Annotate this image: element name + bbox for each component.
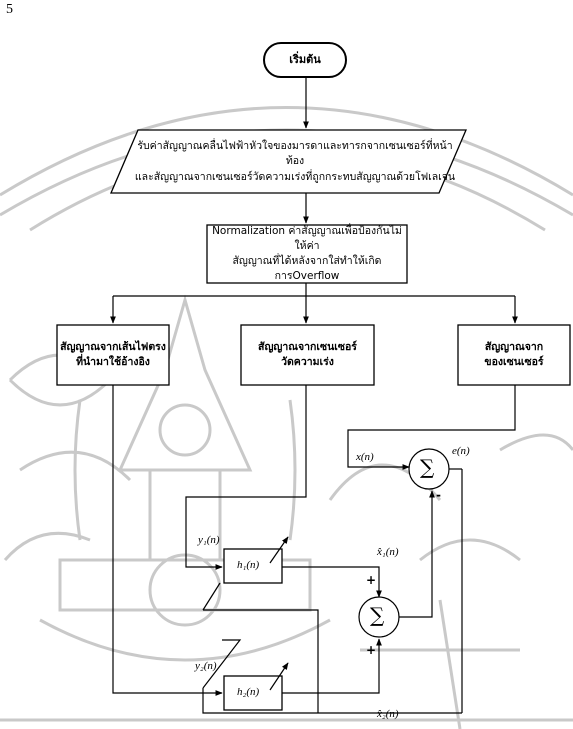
input-parallelogram-shape <box>110 129 467 194</box>
filter-h2-shape <box>223 675 283 711</box>
plus-sign-lower: + <box>366 643 377 657</box>
sum-bottom-symbol: ∑ <box>370 603 385 627</box>
h1-n-label: h₁(n) <box>237 559 260 571</box>
branch-right-shape <box>457 324 571 386</box>
branch-right-label: สัญญาณจาก ของเซนเซอร์ <box>484 340 544 368</box>
x-n-label: x(n) <box>356 451 374 463</box>
plus-sign-upper: + <box>366 573 377 587</box>
x2-hat-label: x̂₂(n) <box>377 708 399 720</box>
branch-left-label: สัญญาณจากเส้นไฟตรง ที่นำมาใช้อ้างอิง <box>60 340 166 368</box>
normalize-process-shape <box>206 224 408 284</box>
e-n-label: e(n) <box>452 445 470 457</box>
filter-h1-shape <box>223 548 283 584</box>
start-terminator-shape <box>263 42 347 78</box>
minus-sign-top: - <box>436 488 441 502</box>
x1-hat-label: x̂₁(n) <box>377 546 399 558</box>
input-label: รับค่าสัญญาณคลื่นไฟฟ้าหัวใจของมารดาและทา… <box>134 140 456 183</box>
branch-mid-shape <box>240 324 375 386</box>
branch-left-shape <box>56 324 170 386</box>
y2-n-label: y₂(n) <box>195 660 217 672</box>
y1-n-label: y₁(n) <box>198 534 220 546</box>
start-label: เริ่มต้น <box>289 53 321 67</box>
page-number: 5 <box>6 2 13 17</box>
h2-n-label: h₂(n) <box>237 686 260 698</box>
normalize-label: Normalization ค่าสัญญาณเพื่อป้องกันไม่ให… <box>212 224 402 283</box>
branch-mid-label: สัญญาณจากเซนเซอร์ วัดความเร่ง <box>258 340 357 368</box>
sum-top-symbol: ∑ <box>420 455 435 479</box>
